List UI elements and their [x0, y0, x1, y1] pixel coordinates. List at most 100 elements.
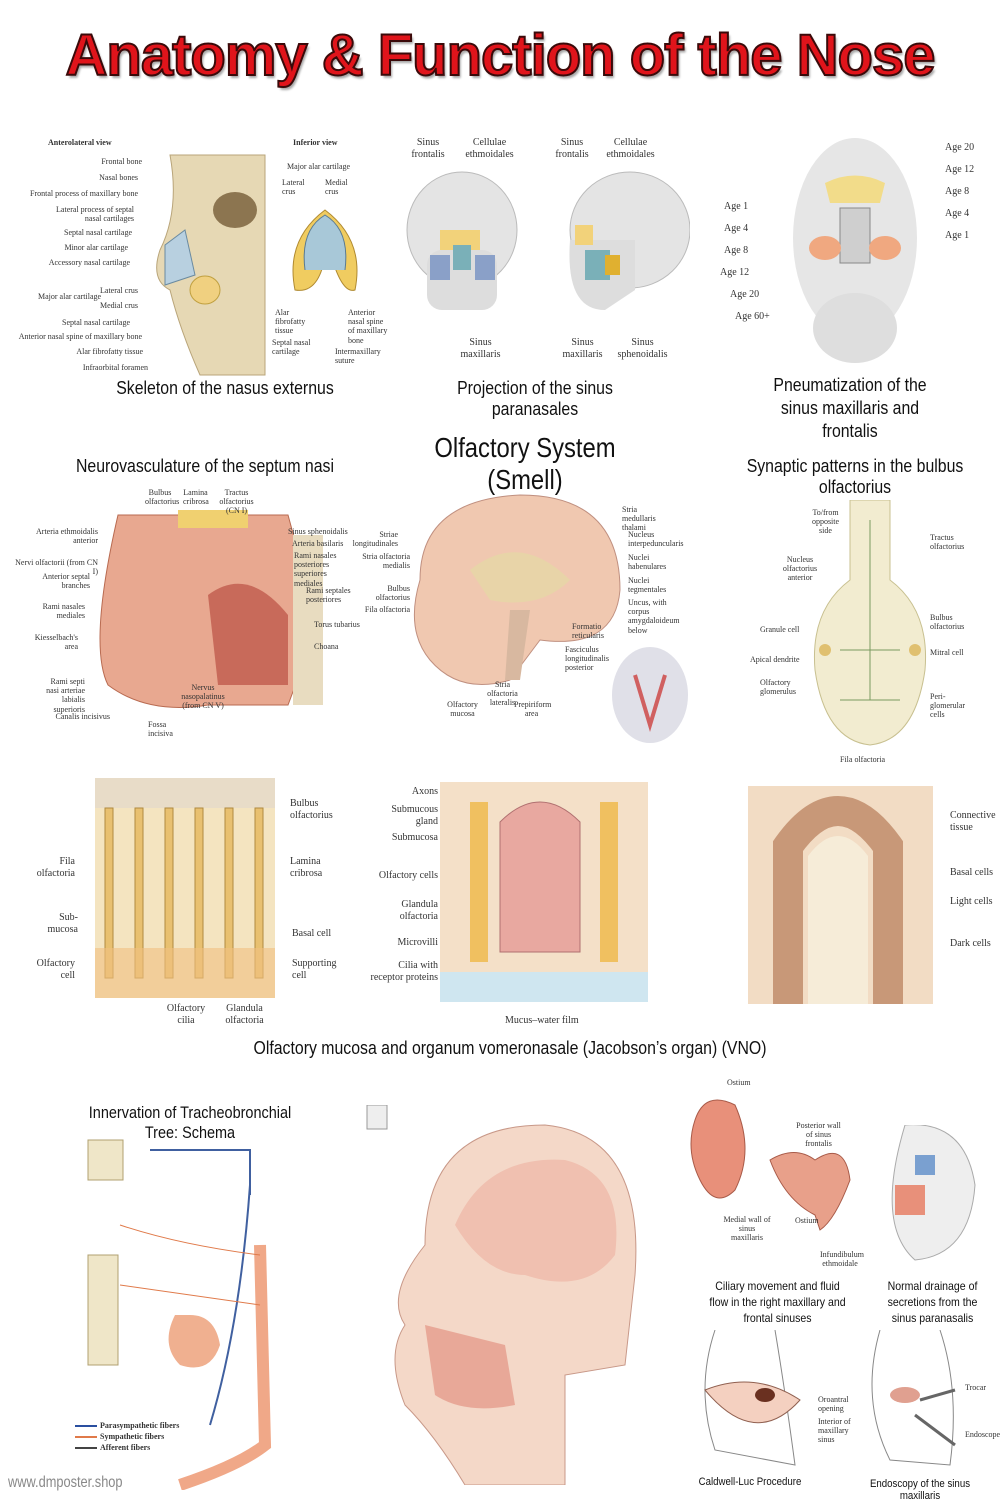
label: Torus tubarius [314, 620, 360, 629]
label: Ostium [795, 1216, 819, 1225]
watermark: www.dmposter.shop [8, 1474, 123, 1491]
label: Choana [314, 642, 339, 651]
poster-title: Anatomy & Function of the Nose [65, 22, 937, 89]
view-label: Anterolateral view [48, 138, 112, 147]
caption: Endoscopy of the sinus maxillaris [869, 1478, 971, 1502]
legend-label: Parasympathetic fibers [100, 1421, 180, 1430]
label: Olfactory mucosa [447, 700, 478, 719]
label: Alar fibrofatty tissue [76, 347, 143, 356]
bulbus-illustration [813, 500, 927, 746]
label: Dark cells [950, 938, 991, 949]
label: To/from opposite side [811, 508, 840, 536]
label: Supporting cell [292, 958, 337, 981]
label: Septal nasal cartilage [62, 318, 130, 327]
mucosa-mid-illustration [440, 782, 648, 1002]
label: Lamina cribrosa [290, 856, 323, 879]
caption: Caldwell-Luc Procedure [698, 1476, 802, 1488]
label: Posterior wall of sinus frontalis [796, 1121, 841, 1149]
label: Anterior nasal spine of maxillary bone [348, 308, 388, 345]
label: Major alar cartilage [287, 162, 351, 171]
label: Rami nasales mediales [42, 602, 85, 621]
label: Septal nasal cartilage [272, 338, 311, 357]
endoscopy-illustration [871, 1330, 956, 1466]
label: Apical dendrite [750, 655, 800, 664]
label: Uncus, with corpus amygdaloideum below [628, 598, 680, 635]
label: Stria medullaris thalami [622, 505, 656, 533]
label: Lateral crus [100, 286, 138, 295]
label: Infundibulum ethmoidale [820, 1250, 864, 1269]
skull-front-illustration [406, 171, 518, 310]
label: Major alar cartilage [38, 292, 102, 301]
label: Basal cell [292, 928, 332, 939]
label: Rami septi nasi arteriae labialis superi… [46, 677, 85, 714]
label: Intermaxillary suture [335, 347, 381, 366]
label: Bulbus olfactorius [930, 613, 965, 632]
label: Lateral crus [282, 178, 305, 197]
label: Arteria ethmoidalis anterior [36, 527, 98, 546]
label: Glandula olfactoria [225, 1003, 264, 1026]
label: Sinus maxillaris [460, 337, 501, 360]
label: Medial crus [100, 301, 138, 310]
brain-illustration [413, 494, 621, 685]
label: Connective tissue [950, 810, 996, 833]
label: Septal nasal cartilage [64, 228, 132, 237]
legend-label: Afferent fibers [100, 1443, 151, 1452]
skull-side-illustration [569, 171, 690, 310]
label: Cellulae ethmoidales [465, 137, 514, 160]
label: Trocar [965, 1383, 987, 1392]
label: Nucleus olfactorius anterior [782, 555, 818, 583]
label: Sinus frontalis [411, 137, 445, 160]
legend-label: Sympathetic fibers [100, 1432, 165, 1441]
label: Frontal process of maxillary bone [30, 189, 138, 198]
label: Olfactory cell [36, 958, 75, 981]
label: Olfactory cilia [166, 1003, 206, 1026]
label: Olfactory glomerulus [760, 678, 796, 697]
mucosa-left-illustration [95, 778, 275, 998]
label: Nervi olfactorii (from CN I) [15, 558, 98, 577]
label: Fossa incisiva [148, 720, 173, 739]
label: Accessory nasal cartilage [48, 258, 130, 267]
label: Ostium [727, 1078, 751, 1087]
label: Rami nasales posteriores superiores medi… [294, 551, 337, 588]
drainage-illustration [891, 1125, 976, 1261]
label: Tractus olfactorius (CN I) [219, 488, 254, 516]
label: Anterior nasal spine of maxillary bone [18, 332, 142, 341]
age-label: Age 4 [945, 208, 970, 219]
age-label: Age 12 [720, 267, 750, 278]
label: Mucus–water film [505, 1015, 579, 1026]
label: Stria olfactoria lateralis [487, 680, 518, 708]
label: Tractus olfactorius [930, 533, 965, 552]
tracheobronchial-illustration [87, 1139, 272, 1490]
label: Sinus sphenoidalis [288, 527, 348, 536]
label: Infraorbital foramen [82, 363, 148, 372]
label: Sinus frontalis [555, 137, 589, 160]
view-label: Inferior view [293, 138, 338, 147]
age-label: Age 1 [945, 230, 970, 241]
label: Granule cell [760, 625, 800, 634]
label: Cilia with receptor proteins [370, 960, 438, 983]
age-label: Age 60+ [735, 311, 770, 322]
label: Bulbus olfactorius [290, 798, 333, 821]
label: Glandula olfactoria [399, 899, 438, 922]
caldwell-illustration [704, 1330, 801, 1466]
legend-swatch-afferent [75, 1447, 97, 1449]
label: Sinus maxillaris [562, 337, 603, 360]
label: Nervus nasopalatinus (from CN V) [181, 683, 225, 711]
label: Fila olfactoria [364, 605, 410, 614]
legend-swatch-sympathetic [75, 1436, 97, 1438]
vno-illustration [748, 786, 933, 1004]
label: Peri-glomerular cells [930, 692, 966, 720]
label: Fila olfactoria [840, 755, 886, 764]
label: Kiesselbach's area [34, 633, 78, 652]
label: Stria olfactoria medialis [362, 552, 410, 571]
caption: Skeleton of the nasus externus [116, 378, 334, 398]
label: Prepiriform area [514, 700, 552, 719]
label: Mitral cell [930, 648, 964, 657]
label: Nucleus interpeduncularis [628, 530, 684, 549]
label: Medial crus [325, 178, 348, 197]
legend-swatch-parasympathetic [75, 1425, 97, 1427]
brain-base-illustration [612, 647, 688, 743]
label: Sinus sphenoidalis [617, 337, 668, 360]
label: Light cells [950, 896, 993, 907]
label: Bulbus olfactorius [375, 584, 410, 603]
